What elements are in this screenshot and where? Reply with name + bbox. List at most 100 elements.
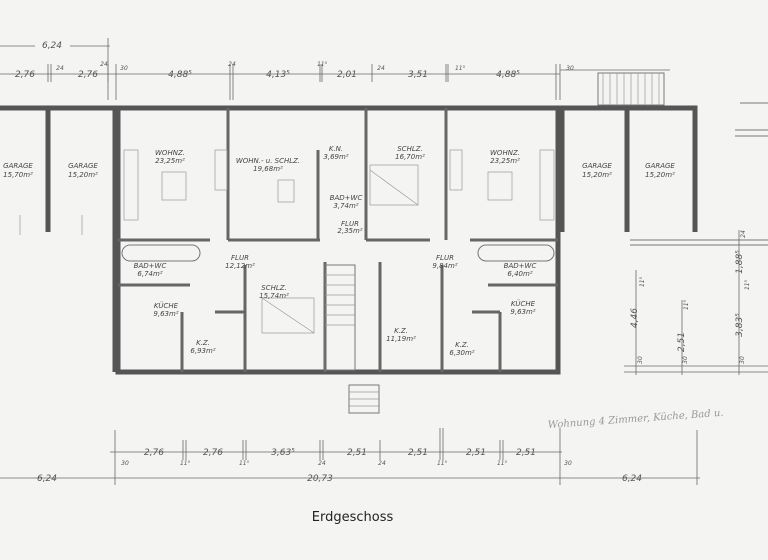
svg-text:BAD+WC: BAD+WC [134,262,167,270]
svg-text:4,88⁵: 4,88⁵ [168,70,192,80]
svg-text:GARAGE: GARAGE [645,162,675,170]
svg-text:6,93m²: 6,93m² [190,347,215,355]
svg-text:24: 24 [318,460,326,467]
dimension-text-right: 24 1,88⁵ 11⁵ 4,46 11⁵ 2,51 11⁵ 3,83⁵ 30 … [630,230,751,364]
svg-text:30: 30 [121,460,129,467]
svg-text:2,51: 2,51 [516,448,536,458]
svg-text:11⁵: 11⁵ [497,460,508,467]
svg-text:K.Z.: K.Z. [196,339,210,347]
svg-text:2,01: 2,01 [337,70,357,80]
svg-text:6,30m²: 6,30m² [449,349,474,357]
svg-text:2,76: 2,76 [203,448,223,458]
svg-text:11⁵: 11⁵ [437,460,448,467]
svg-text:BAD+WC: BAD+WC [330,194,363,202]
svg-text:15,20m²: 15,20m² [645,171,675,179]
svg-text:KÜCHE: KÜCHE [154,301,179,310]
svg-text:KÜCHE: KÜCHE [511,299,536,308]
svg-text:4,13⁵: 4,13⁵ [266,70,290,80]
dimension-lines-right [624,230,768,375]
svg-text:9,63m²: 9,63m² [510,308,535,316]
svg-text:FLUR: FLUR [231,254,249,262]
dimension-lines-bottom [0,428,700,485]
plan-caption: Erdgeschoss [311,510,394,525]
svg-text:2,51: 2,51 [347,448,367,458]
svg-text:4,46: 4,46 [630,308,640,328]
svg-text:30: 30 [564,460,572,467]
svg-text:SCHLZ.: SCHLZ. [261,284,287,292]
svg-text:30: 30 [566,65,574,72]
svg-text:11⁵: 11⁵ [317,61,328,68]
svg-text:12,12m²: 12,12m² [225,262,255,270]
svg-text:FLUR: FLUR [341,220,359,228]
svg-text:16,70m²: 16,70m² [395,153,425,161]
main-building [115,105,561,414]
svg-text:11⁵: 11⁵ [239,460,250,467]
svg-text:GARAGE: GARAGE [582,162,612,170]
svg-text:WOHNZ.: WOHNZ. [490,149,520,157]
svg-text:3,69m²: 3,69m² [323,153,348,161]
svg-text:11⁵: 11⁵ [180,460,191,467]
svg-text:2,76: 2,76 [144,448,164,458]
svg-text:3,63⁵: 3,63⁵ [271,448,295,458]
svg-text:K.Z.: K.Z. [455,341,469,349]
svg-text:15,74m²: 15,74m² [259,292,289,300]
dimension-text-bottom: 30 2,76 11⁵ 2,76 11⁵ 3,63⁵ 24 2,51 24 2,… [37,448,642,484]
svg-text:SCHLZ.: SCHLZ. [397,145,423,153]
svg-text:2,35m²: 2,35m² [337,227,362,235]
svg-text:3,83⁵: 3,83⁵ [735,313,745,337]
garages-left [0,105,118,372]
svg-text:WOHNZ.: WOHNZ. [155,149,185,157]
svg-text:K.N.: K.N. [329,145,343,153]
svg-text:6,74m²: 6,74m² [137,270,162,278]
svg-text:15,20m²: 15,20m² [582,171,612,179]
svg-text:30: 30 [120,65,128,72]
svg-text:15,20m²: 15,20m² [68,171,98,179]
svg-text:9,63m²: 9,63m² [153,310,178,318]
svg-text:4,88⁵: 4,88⁵ [496,70,520,80]
svg-text:1,88⁵: 1,88⁵ [735,250,745,274]
svg-text:24: 24 [100,61,108,68]
svg-text:3,51: 3,51 [408,70,428,80]
svg-text:6,24: 6,24 [37,474,57,484]
svg-text:24: 24 [378,460,386,467]
handwritten-note: Wohnung 4 Zimmer, Küche, Bad u. [547,408,723,431]
svg-text:6,24: 6,24 [42,41,62,51]
svg-text:24: 24 [740,230,747,238]
dimension-text-top: 6,24 2,76 24 2,76 24 30 4,88⁵ 24 4,13⁵ 1… [15,41,574,80]
svg-text:30: 30 [739,356,746,364]
dimension-lines-top [0,38,670,100]
svg-text:2,51: 2,51 [408,448,428,458]
svg-text:24: 24 [228,61,236,68]
svg-text:K.Z.: K.Z. [394,327,408,335]
svg-text:2,51: 2,51 [677,332,687,352]
svg-text:FLUR: FLUR [436,254,454,262]
svg-text:11⁵: 11⁵ [639,276,646,287]
svg-text:11,19m²: 11,19m² [386,335,416,343]
svg-text:9,84m²: 9,84m² [432,262,457,270]
svg-text:GARAGE: GARAGE [68,162,98,170]
svg-text:11⁵: 11⁵ [455,65,466,72]
svg-text:3,74m²: 3,74m² [333,202,358,210]
svg-text:6,40m²: 6,40m² [507,270,532,278]
svg-text:30: 30 [682,356,689,364]
svg-text:11⁵: 11⁵ [744,279,751,290]
svg-text:30: 30 [637,356,644,364]
svg-text:23,25m²: 23,25m² [490,157,520,165]
svg-text:24: 24 [377,65,385,72]
svg-text:2,51: 2,51 [466,448,486,458]
svg-text:24: 24 [56,65,64,72]
svg-text:2,76: 2,76 [15,70,35,80]
svg-text:20,73: 20,73 [307,474,333,484]
svg-text:15,70m²: 15,70m² [3,171,33,179]
svg-text:2,76: 2,76 [78,70,98,80]
svg-text:19,68m²: 19,68m² [253,165,283,173]
svg-text:23,25m²: 23,25m² [155,157,185,165]
svg-text:BAD+WC: BAD+WC [504,262,537,270]
svg-text:WOHN.- u. SCHLZ.: WOHN.- u. SCHLZ. [236,157,300,165]
svg-text:GARAGE: GARAGE [3,162,33,170]
garages-right [559,72,768,246]
svg-text:11⁵: 11⁵ [683,299,690,310]
svg-text:6,24: 6,24 [622,474,642,484]
